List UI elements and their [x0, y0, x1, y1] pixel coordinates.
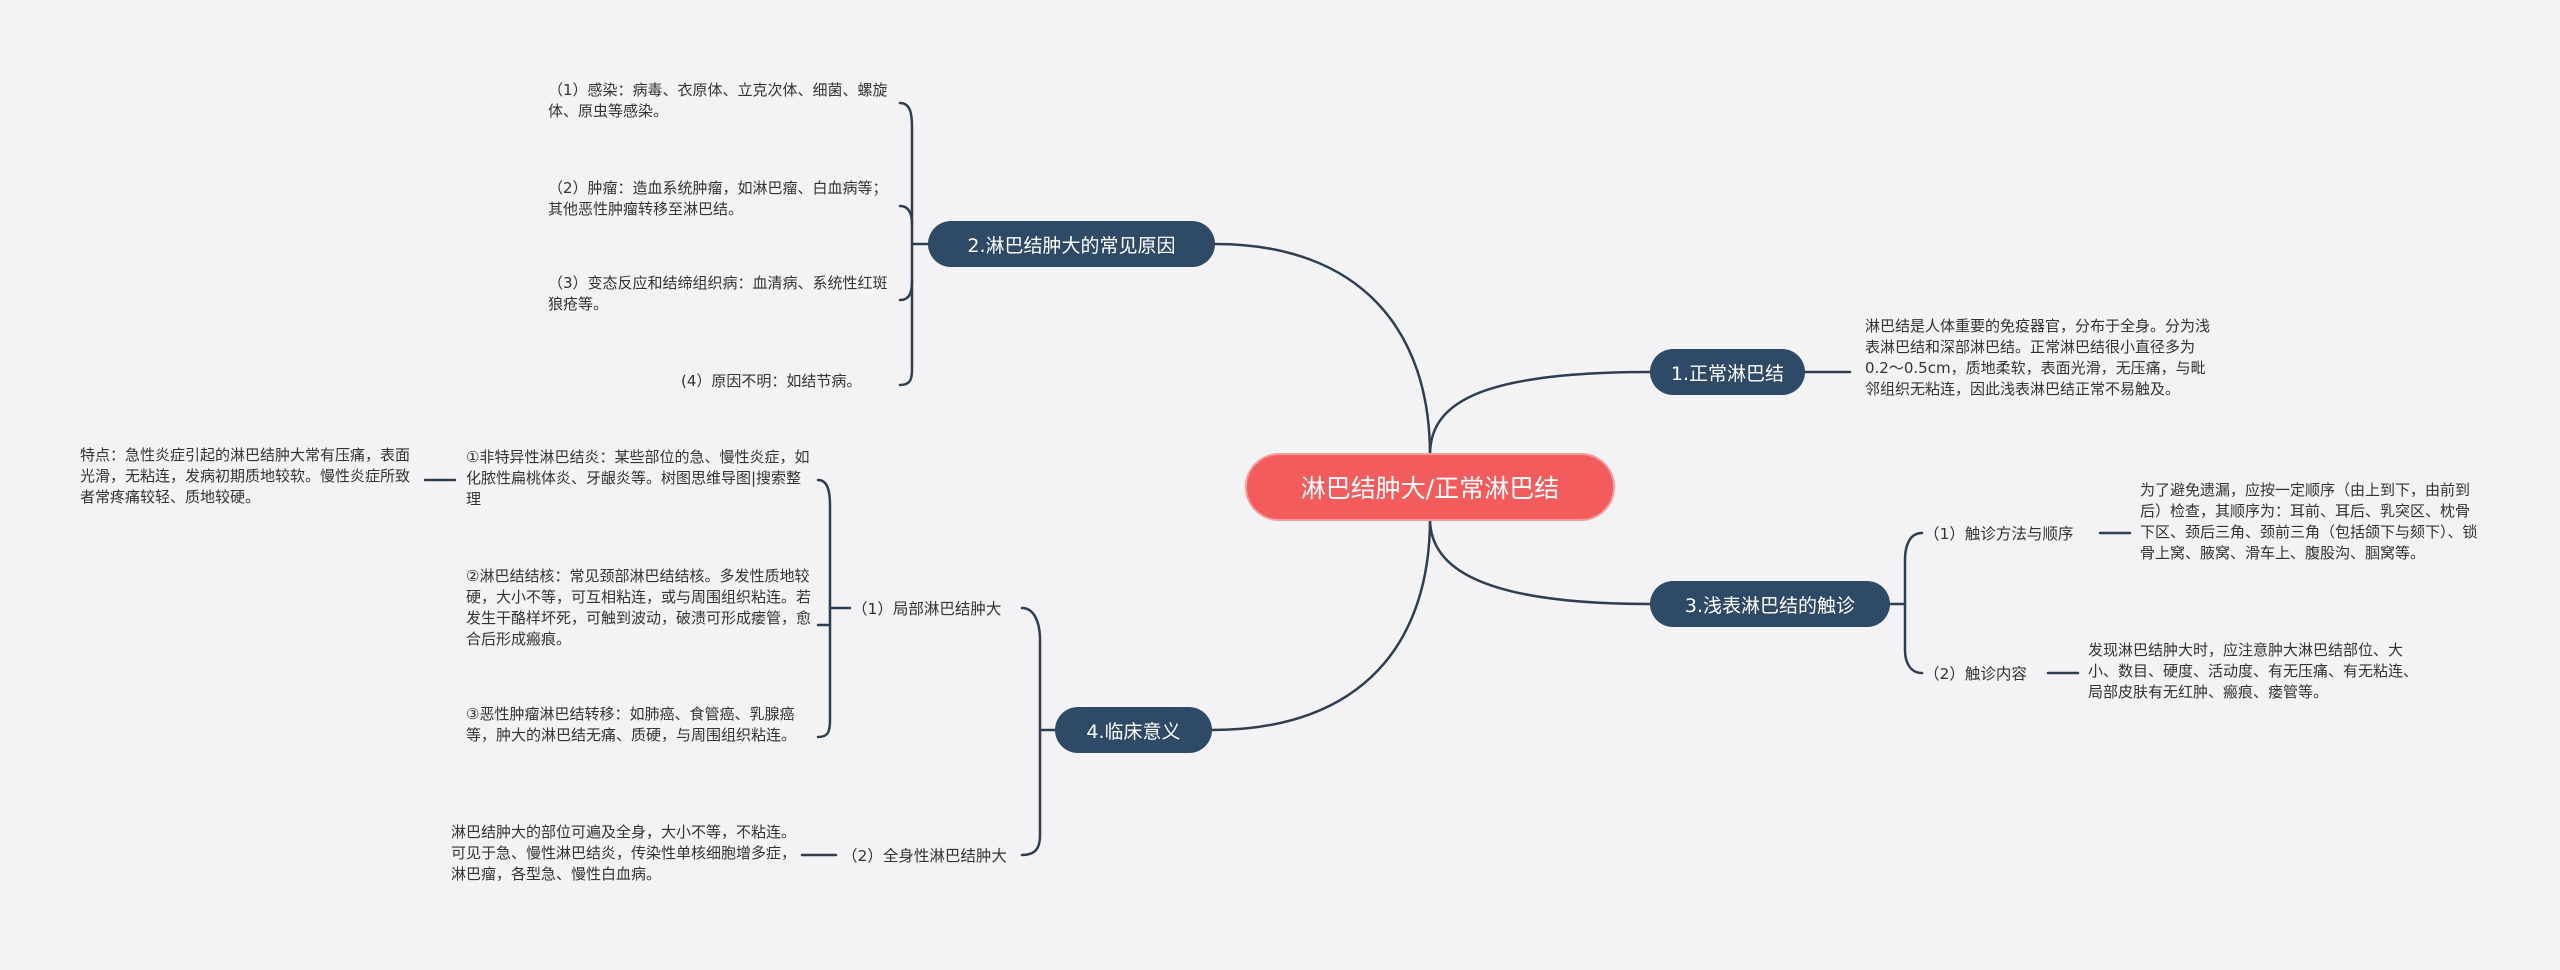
b3-sub-content[interactable]: （2）触诊内容 [1924, 665, 2027, 683]
b2-leaf-allergy: （3）变态反应和结缔组织病：血清病、系统性红斑狼疮等。 [548, 274, 888, 313]
branch-palpation[interactable]: 3.浅表淋巴结的触诊 [1650, 581, 1890, 627]
branch-clinical-significance[interactable]: 4.临床意义 [1055, 707, 1212, 753]
b4-sub-systemic-text: 淋巴结肿大的部位可遍及全身，大小不等，不粘连。可见于急、慢性淋巴结炎，传染性单核… [451, 823, 797, 883]
link-root-b3 [1428, 517, 1652, 606]
b4-sub-systemic[interactable]: （2）全身性淋巴结肿大 [842, 847, 1007, 865]
b4-note-features: 特点：急性炎症引起的淋巴结肿大常有压痛，表面光滑，无粘连，发病初期质地较软。慢性… [80, 446, 411, 506]
b3-sub-method[interactable]: （1）触诊方法与顺序 [1924, 525, 2074, 543]
b4-leaf-tuberculosis: ②淋巴结结核：常见颈部淋巴结结核。多发性质地较硬，大小不等，可互相粘连，或与周围… [466, 567, 812, 648]
b3-sub-method-text: 为了避免遗漏，应按一定顺序（由上到下，由前到后）检查，其顺序为：耳前、耳后、乳突… [2140, 481, 2478, 562]
b3-sub-content-text: 发现淋巴结肿大时，应注意肿大淋巴结部位、大小、数目、硬度、活动度、有无压痛、有无… [2088, 641, 2419, 701]
root-topic[interactable]: 淋巴结肿大/正常淋巴结 [1245, 453, 1615, 521]
link-root-b2 [1213, 242, 1432, 457]
b4-leaf-metastasis: ③恶性肿瘤淋巴结转移：如肺癌、食管癌、乳腺癌等，肿大的淋巴结无痛、质硬，与周围组… [466, 705, 797, 744]
b4-leaf-nonspecific: ①非特异性淋巴结炎：某些部位的急、慢性炎症，如化脓性扁桃体炎、牙龈炎等。树图思维… [466, 448, 810, 508]
b2-leaf-unknown: (4）原因不明：如结节病。 [681, 372, 862, 390]
branch-normal-lymph-node[interactable]: 1.正常淋巴结 [1650, 349, 1805, 395]
b2-leaf-tumor: （2）肿瘤：造血系统肿瘤，如淋巴瘤、白血病等；其他恶性肿瘤转移至淋巴结。 [548, 179, 888, 218]
b1-description: 淋巴结是人体重要的免疫器官，分布于全身。分为浅表淋巴结和深部淋巴结。正常淋巴结很… [1865, 317, 2211, 398]
link-root-b4 [1210, 517, 1432, 732]
b2-leaf-infection: （1）感染：病毒、衣原体、立克次体、细菌、螺旋体、原虫等感染。 [548, 81, 888, 120]
b4-sub-local[interactable]: （1）局部淋巴结肿大 [852, 600, 1002, 618]
link-root-b1 [1428, 370, 1652, 457]
branch-common-causes[interactable]: 2.淋巴结肿大的常见原因 [928, 221, 1215, 267]
